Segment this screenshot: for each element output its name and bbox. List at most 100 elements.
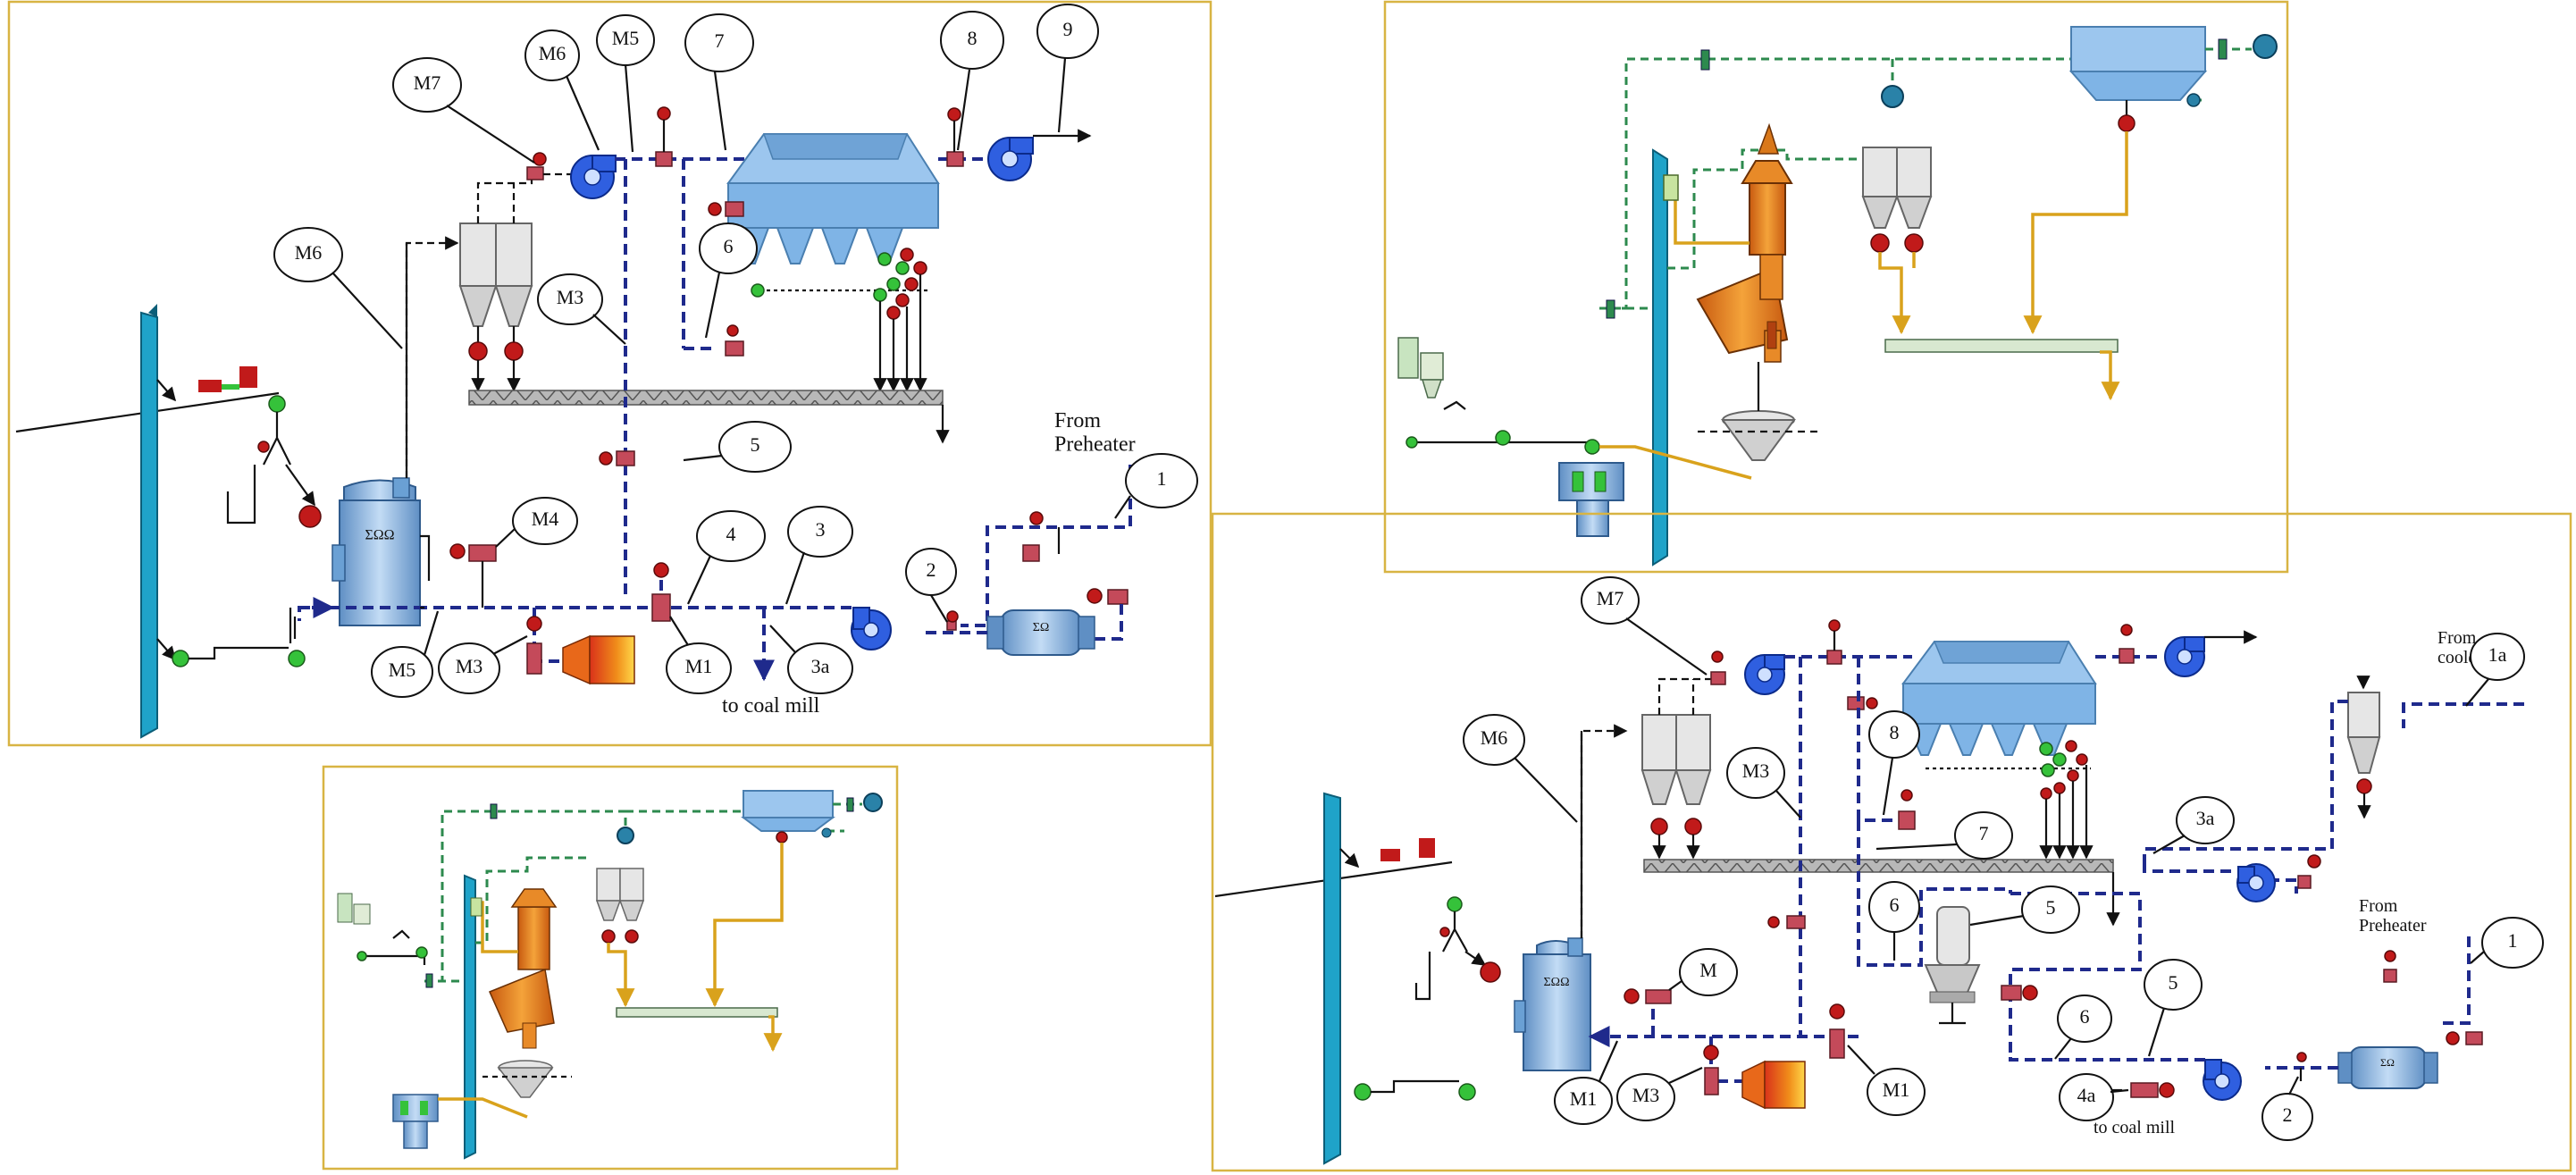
panel-a-mill-feed-valve bbox=[298, 505, 322, 528]
panel-a-meter-6a bbox=[725, 201, 744, 217]
panel-b-filter-fan-2 bbox=[2186, 93, 2201, 107]
svg-text:M6: M6 bbox=[295, 241, 323, 264]
svg-text:5: 5 bbox=[2046, 896, 2056, 919]
svg-text:M4: M4 bbox=[532, 508, 559, 530]
svg-text:5: 5 bbox=[2169, 971, 2178, 994]
panel-b-conveyor bbox=[1884, 339, 2119, 353]
panel-d-callout-m: M bbox=[1668, 948, 1738, 996]
panel-a-valve-m4 bbox=[449, 543, 466, 559]
svg-text:M3: M3 bbox=[456, 655, 483, 677]
svg-text:3a: 3a bbox=[811, 655, 830, 677]
panel-b-filter-valve bbox=[2118, 114, 2135, 132]
panel-a-duct-from-preheater bbox=[961, 465, 1132, 627]
panel-a-meter-1 bbox=[1022, 544, 1040, 562]
panel-d-callout-5: 5 bbox=[2144, 959, 2203, 1057]
svg-text:4a: 4a bbox=[2077, 1084, 2096, 1106]
panel-c-filter-yellow bbox=[705, 843, 784, 1008]
svg-text:1a: 1a bbox=[2488, 643, 2507, 666]
panel-b-green-duct-top bbox=[1622, 36, 2075, 310]
svg-text:6: 6 bbox=[2080, 1005, 2090, 1028]
svg-text:3a: 3a bbox=[2196, 807, 2215, 829]
panel-b-cone bbox=[1698, 362, 1823, 461]
panel-d-cooler-cyclone bbox=[2346, 692, 2381, 794]
panel-a-callout-6: 6 bbox=[699, 222, 758, 339]
svg-text:1: 1 bbox=[1157, 467, 1167, 490]
panel-d-separator bbox=[1924, 906, 1981, 1003]
panel-a-valve-8 bbox=[947, 107, 961, 122]
panel-d-callout-m3-bottom: M3 bbox=[1616, 1067, 1703, 1121]
panel-a-to-coal-mill: to coal mill bbox=[722, 694, 820, 718]
panel-a-meter-top bbox=[655, 151, 673, 167]
svg-text:4: 4 bbox=[726, 523, 736, 545]
panel-c-frame bbox=[322, 765, 899, 1171]
panel-d-mill-to-cyclone bbox=[1580, 724, 1628, 938]
panel-a-callout-m6: M6 bbox=[273, 227, 403, 349]
panel-d-column bbox=[1323, 792, 1341, 1165]
panel-d-filter-discharge bbox=[1926, 740, 2094, 860]
panel-a-kiln: ΣΩ bbox=[986, 609, 1095, 656]
panel-b-yellow-bottom bbox=[1599, 445, 1752, 480]
panel-b-meter-left bbox=[1606, 299, 1615, 319]
panel-d-callout-3a: 3a bbox=[2152, 796, 2235, 854]
panel-a-mill-side bbox=[420, 534, 431, 581]
panel-a-valve-top bbox=[657, 106, 671, 121]
panel-a-callout-8: 8 bbox=[940, 11, 1004, 151]
panel-c-meter-left bbox=[425, 973, 433, 988]
svg-text:8: 8 bbox=[1890, 721, 1900, 743]
panel-d-to-coal-mill: to coal mill bbox=[2094, 1118, 2176, 1137]
panel-c-cone bbox=[482, 1060, 572, 1098]
panel-a-meter-5 bbox=[616, 450, 635, 466]
svg-text:M6: M6 bbox=[539, 42, 566, 64]
panel-b-conveyor-out bbox=[2100, 350, 2120, 401]
panel-a-callout-m6-top: M6 bbox=[524, 29, 600, 151]
svg-text:5: 5 bbox=[751, 433, 760, 456]
panel-a-green-valve-1 bbox=[172, 650, 189, 667]
svg-text:9: 9 bbox=[1063, 18, 1073, 40]
panel-a-meter-8 bbox=[946, 151, 964, 167]
panel-c-bottom-mill bbox=[392, 1094, 439, 1149]
panel-b-fan-filter bbox=[2253, 34, 2278, 59]
panel-d-callout-7: 7 bbox=[1875, 811, 2013, 860]
panel-a-valve-6b bbox=[726, 324, 739, 337]
panel-a-fan-3 bbox=[851, 607, 892, 650]
svg-text:2: 2 bbox=[927, 558, 936, 581]
panel-b bbox=[1383, 0, 2289, 574]
svg-text:3: 3 bbox=[816, 518, 826, 541]
panel-a-coal-mill: ΣΩΩ bbox=[331, 477, 421, 626]
panel-c bbox=[322, 765, 899, 1171]
panel-b-bag-filter bbox=[2068, 26, 2208, 116]
panel-a-fan-1 bbox=[570, 155, 617, 199]
panel-a-valve-m3 bbox=[526, 616, 542, 632]
svg-text:6: 6 bbox=[1890, 894, 1900, 916]
panel-b-fan-small bbox=[1881, 85, 1904, 108]
panel-b-left-hoppers bbox=[1397, 337, 1466, 410]
panel-a-duct-1b bbox=[1090, 604, 1123, 641]
panel-a-callout-5: 5 bbox=[683, 421, 792, 473]
svg-text:6: 6 bbox=[724, 235, 734, 257]
panel-d-mill-feed-valve bbox=[1480, 961, 1501, 983]
svg-text:M5: M5 bbox=[612, 27, 640, 49]
panel-a-callout-m5-top: M5 bbox=[596, 14, 655, 153]
svg-text:M1: M1 bbox=[1570, 1087, 1598, 1110]
panel-a-screw-conveyor bbox=[468, 390, 944, 406]
panel-a-splitter-valve bbox=[268, 395, 286, 413]
panel-d-callout-1: 1 bbox=[2470, 917, 2544, 969]
panel-d-feeder-1 bbox=[1380, 849, 1400, 861]
panel-d-fan-1 bbox=[1744, 654, 1785, 695]
panel-a-to-mill-arrow bbox=[285, 464, 315, 507]
panel-a-valve-6a bbox=[708, 202, 722, 216]
panel-a-callouts: M7 M6 M5 7 8 9 M6 M3 6 5 M4 4 3 2 1 M5 M… bbox=[273, 4, 1198, 698]
panel-d-callout-m6: M6 bbox=[1463, 714, 1578, 823]
panel-d-meter-m7 bbox=[1710, 671, 1726, 685]
panel-d-screw-conveyor bbox=[1643, 859, 2114, 873]
svg-text:M1: M1 bbox=[1883, 1078, 1910, 1101]
panel-d-callout-6: 6 bbox=[2054, 995, 2112, 1060]
panel-a-callout-1: 1 bbox=[1114, 453, 1198, 519]
panel-d-fan-2 bbox=[2164, 636, 2205, 677]
panel-a-cyclones bbox=[458, 222, 533, 392]
panel-a-valve-2 bbox=[946, 610, 959, 623]
panel-a-cyclone-top bbox=[476, 170, 533, 223]
panel-c-meter-top bbox=[490, 803, 498, 819]
panel-a-callout-7: 7 bbox=[684, 13, 754, 151]
